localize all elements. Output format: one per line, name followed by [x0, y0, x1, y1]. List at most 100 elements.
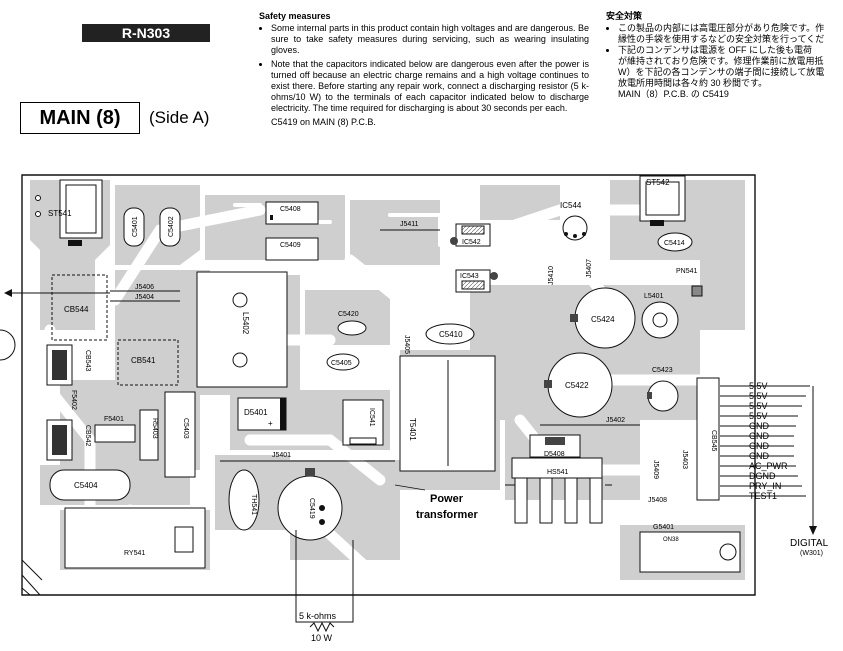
pin-label: GND: [749, 441, 769, 451]
svg-text:IC544: IC544: [560, 201, 582, 210]
safety-jp-reference: MAIN（8）P.C.B. の C5419: [618, 89, 729, 99]
svg-text:10 W: 10 W: [311, 633, 333, 643]
j5403-label: J5403: [681, 450, 688, 469]
svg-text:ST541: ST541: [48, 209, 72, 218]
svg-text:PN541: PN541: [676, 268, 698, 275]
l5401-inductor: L5401: [641, 293, 679, 339]
c5405-capacitor: C5405: [326, 353, 360, 371]
side-label: (Side A): [149, 108, 210, 127]
c5401-capacitor: C5401: [123, 207, 145, 247]
j5407-label: J5407: [586, 259, 593, 278]
c5408-capacitor: C5408: [265, 201, 319, 225]
svg-text:D5401: D5401: [244, 408, 268, 417]
l5402-inductor: L5402: [196, 271, 288, 388]
d5401-diode: D5401 +: [237, 397, 287, 431]
svg-text:IC543: IC543: [460, 273, 479, 280]
model-badge: R-N303: [82, 24, 210, 42]
svg-text:T5401: T5401: [408, 418, 417, 441]
cb543-connector: CB543: [46, 344, 91, 386]
pin-labels: 5.5V 5.5V 5.5V 5.5V GND GND GND GND AC_P…: [749, 381, 788, 501]
g5401-ground: G5401 ON38: [639, 524, 741, 573]
svg-text:C5409: C5409: [280, 242, 301, 249]
svg-text:+: +: [268, 419, 273, 428]
svg-text:5 k-ohms: 5 k-ohms: [299, 611, 337, 621]
svg-text:C5402: C5402: [168, 216, 175, 237]
c5414-capacitor: C5414: [657, 232, 693, 252]
f5401-fuse: F5401: [94, 416, 136, 443]
pin-label: GND: [749, 421, 769, 431]
destination-ref: (W301): [800, 550, 823, 557]
svg-text:ST542: ST542: [646, 178, 670, 187]
ic541-chip: IC541: [342, 399, 384, 446]
th541-thermistor: TH541: [228, 469, 260, 531]
svg-text:C5408: C5408: [280, 206, 301, 213]
svg-text:CB544: CB544: [64, 305, 89, 314]
svg-text:D5408: D5408: [544, 451, 565, 458]
j5406-label: J5406: [135, 284, 154, 291]
pin-label: GND: [749, 451, 769, 461]
c5424-capacitor: C5424: [570, 287, 636, 349]
st542-terminal: ST542: [639, 175, 686, 226]
svg-text:CB542: CB542: [84, 425, 91, 447]
power-label-1: Power: [430, 493, 464, 505]
svg-text:C5404: C5404: [74, 481, 98, 490]
j5401-label: J5401: [272, 452, 291, 459]
j5411-label: J5411: [400, 221, 419, 228]
svg-text:L5402: L5402: [241, 312, 250, 335]
svg-text:C5424: C5424: [591, 315, 615, 324]
svg-text:C5422: C5422: [565, 381, 589, 390]
cb545-connector: CB545: [696, 377, 720, 501]
cb544-connector: CB544: [51, 274, 108, 341]
c5403-capacitor: C5403: [164, 391, 196, 478]
svg-text:CB541: CB541: [131, 356, 156, 365]
j5409-label: J5409: [652, 460, 659, 479]
ic543-chip: IC543: [455, 269, 498, 293]
d5408-diode: D5408: [529, 434, 581, 458]
svg-text:F5401: F5401: [104, 416, 124, 423]
j5404-label: J5404: [135, 294, 154, 301]
safety-reference: C5419 on MAIN (8) P.C.B.: [271, 117, 376, 127]
pin-label: DGND: [749, 471, 776, 481]
svg-text:HS541: HS541: [547, 469, 569, 476]
svg-text:IC542: IC542: [462, 239, 481, 246]
safety-bullet-1: Some internal parts in this product cont…: [271, 23, 589, 56]
pin-label: 5.5V: [749, 391, 768, 401]
ic544-chip: IC544: [560, 201, 588, 241]
svg-text:C5420: C5420: [338, 311, 359, 318]
j5405-label: J5405: [403, 335, 410, 354]
c5422-capacitor: C5422: [544, 352, 613, 418]
safety-measures-jp: 安全対策 この製品の内部には高電圧部分があり危険です。作縁性の手袋を使用するなど…: [606, 11, 843, 100]
pin-label: GND: [749, 431, 769, 441]
pin-label: 5.5V: [749, 401, 768, 411]
svg-text:G5401: G5401: [653, 524, 674, 531]
c5410-capacitor: C5410: [425, 323, 475, 345]
svg-text:L5401: L5401: [644, 293, 664, 300]
hs541-heatsink: HS541: [505, 457, 612, 524]
svg-text:C5410: C5410: [439, 330, 463, 339]
f5402-fuse: F5402: [70, 390, 77, 410]
pin-label: TEST1: [749, 491, 778, 501]
c5420-capacitor: C5420: [337, 311, 367, 336]
ic542-chip: IC542: [450, 223, 491, 247]
svg-text:C5405: C5405: [331, 360, 352, 367]
svg-text:ON38: ON38: [663, 537, 679, 543]
safety-measures-en: Safety measures Some internal parts in t…: [259, 11, 589, 128]
svg-text:C5414: C5414: [664, 240, 685, 247]
c5409-capacitor: C5409: [265, 237, 319, 261]
safety-bullet-2: Note that the capacitors indicated below…: [271, 59, 589, 114]
j5402-label: J5402: [606, 417, 625, 424]
c5402-capacitor: C5402: [159, 207, 181, 247]
pin-label: 5.5V: [749, 381, 768, 391]
board-title: MAIN (8): [20, 102, 140, 134]
svg-text:F5402: F5402: [70, 390, 77, 410]
c5419-capacitor: C5419: [277, 468, 343, 541]
cb541-connector: CB541: [117, 339, 179, 386]
left-arrow: [0, 289, 110, 361]
j5410-label: J5410: [548, 266, 555, 285]
connector-wires: [720, 385, 817, 535]
destination-label: DIGITAL: [790, 538, 829, 549]
c5423-capacitor: C5423: [647, 367, 679, 412]
svg-text:R5403: R5403: [151, 418, 158, 439]
svg-text:IC541: IC541: [368, 408, 375, 427]
